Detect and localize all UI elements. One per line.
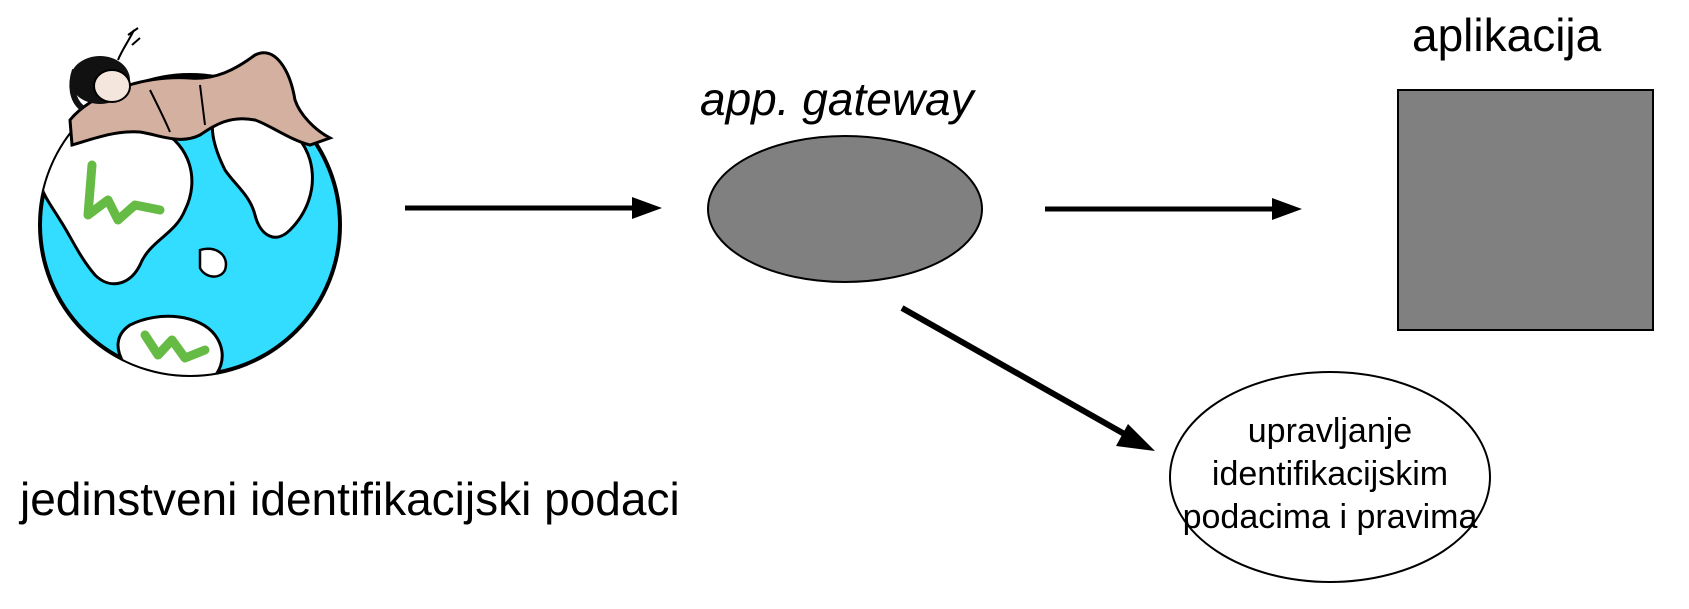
management-label: upravljanje identifikacijskim podacima i…: [1170, 410, 1490, 539]
management-label-line: identifikacijskim: [1211, 455, 1449, 493]
management-node: [1169, 371, 1491, 583]
management-label-line: upravljanje: [1247, 412, 1413, 450]
globe-with-person-icon: [38, 27, 342, 377]
application-label: aplikacija: [1412, 9, 1602, 61]
arrow-gateway-to-management: [900, 305, 1155, 451]
application-node: [1397, 89, 1654, 331]
management-label-line: podacima i pravima: [1182, 498, 1478, 536]
gateway-label: app. gateway: [700, 73, 974, 125]
gateway-node: [707, 135, 983, 283]
arrow-gateway-to-application: [1045, 198, 1302, 220]
arrow-globe-to-gateway: [405, 197, 662, 219]
identity-label: jedinstveni identifikacijski podaci: [20, 473, 680, 525]
